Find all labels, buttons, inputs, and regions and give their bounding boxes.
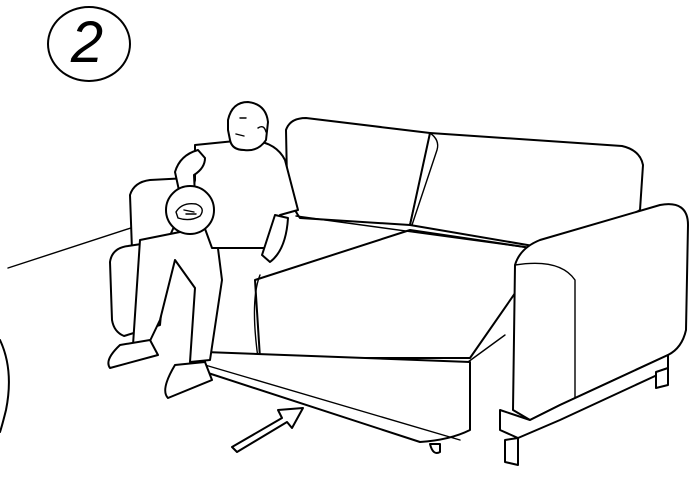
sofa-back-cushion-left [286, 118, 430, 225]
sofa-bed-base [205, 352, 470, 442]
detail-callout [166, 186, 214, 234]
pull-direction-arrow-icon [232, 408, 303, 452]
sofa-seat [255, 230, 545, 358]
